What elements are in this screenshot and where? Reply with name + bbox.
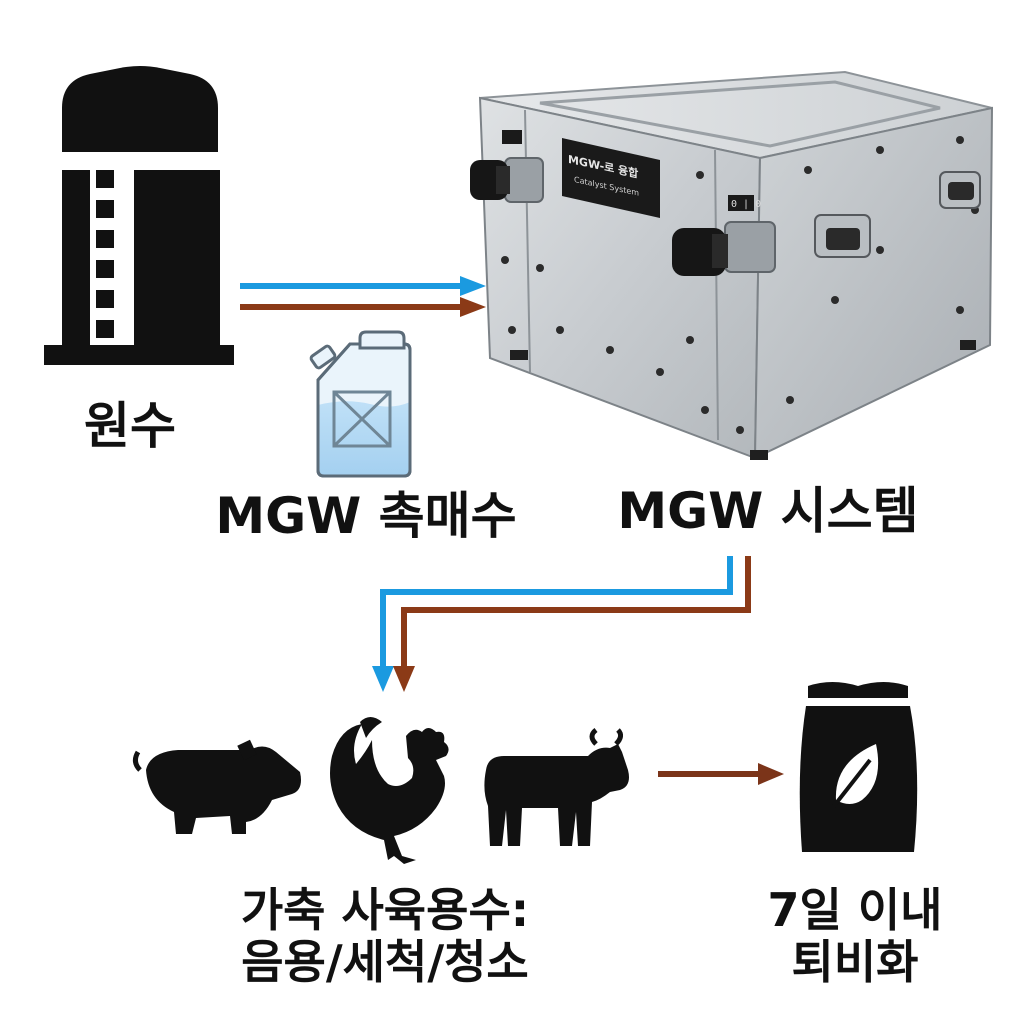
catalyst-label: MGW 촉매수 (215, 487, 517, 545)
water-tower-icon (44, 66, 234, 365)
arrow-livestock-to-compost (658, 763, 784, 785)
compost-label: 7일 이내 퇴비화 (730, 883, 980, 989)
fertilizer-bag-icon (799, 682, 918, 852)
arrow-catalyst-to-system (240, 297, 486, 317)
arrow-water-to-livestock (372, 556, 733, 692)
arrow-water-to-system (240, 276, 486, 296)
rooster-icon (330, 717, 449, 864)
box-tag: 0 | 0 (731, 199, 761, 210)
system-label: MGW 시스템 (617, 482, 919, 540)
livestock-water-line-1: 가축 사육용수: (240, 883, 530, 937)
pig-icon (132, 739, 301, 834)
cow-icon (484, 728, 629, 846)
compost-line-2: 퇴비화 (791, 934, 919, 989)
livestock-water-label: 가축 사육용수: 음용/세척/청소 (190, 883, 580, 989)
livestock-water-line-2: 음용/세척/청소 (241, 934, 529, 989)
source-label: 원수 (84, 397, 176, 455)
jerry-can-icon (309, 330, 412, 478)
metal-box-icon: MGW-로 융합 Catalyst System 0 | 0 (470, 70, 994, 460)
compost-line-1: 7일 이내 (767, 883, 943, 937)
arrow-catalyst-to-livestock (393, 556, 751, 692)
